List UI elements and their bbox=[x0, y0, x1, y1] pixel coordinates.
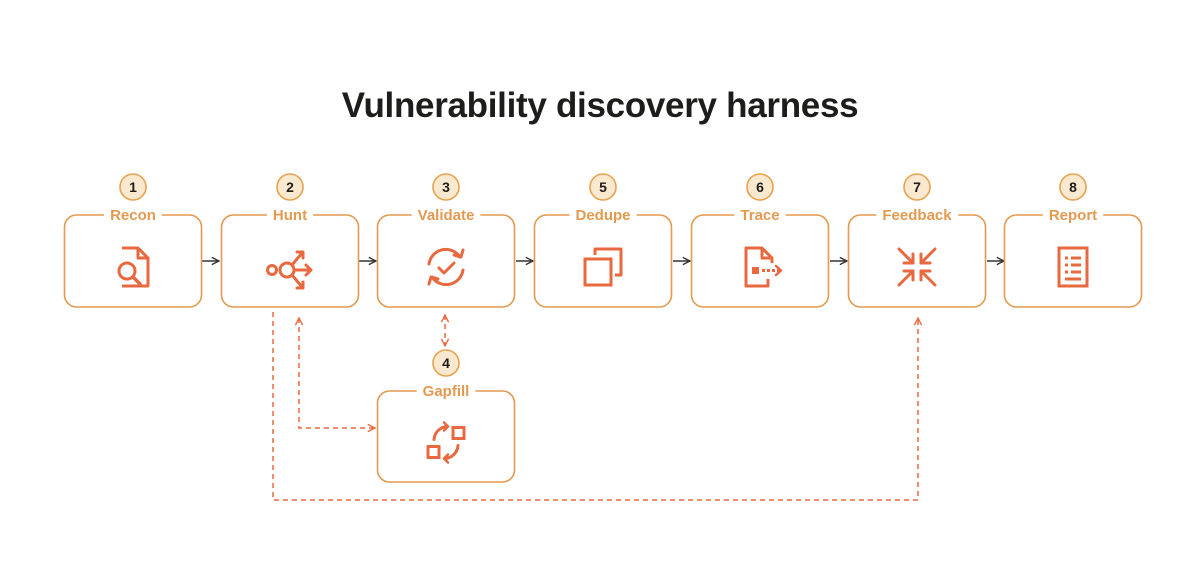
step-feedback: Feedback 7 bbox=[847, 173, 987, 308]
label-backdrop bbox=[876, 212, 959, 218]
step-label: Dedupe bbox=[575, 207, 630, 224]
step-gapfill: Gapfill 4 bbox=[376, 349, 516, 483]
step-box bbox=[690, 214, 830, 308]
step-number: 6 bbox=[756, 179, 764, 195]
diagram-title: Vulnerability discovery harness bbox=[341, 86, 859, 125]
step-box bbox=[376, 214, 516, 308]
step-box bbox=[847, 214, 987, 308]
step-number: 8 bbox=[1069, 179, 1077, 195]
step-number: 7 bbox=[913, 179, 921, 195]
step-box bbox=[1003, 214, 1143, 308]
connector-hunt-gapfill bbox=[299, 318, 375, 428]
step-hunt: Hunt 2 bbox=[220, 173, 360, 308]
label-backdrop bbox=[416, 388, 476, 394]
step-number: 1 bbox=[129, 179, 137, 195]
step-box bbox=[533, 214, 673, 308]
step-number: 5 bbox=[599, 179, 607, 195]
step-number-badge bbox=[589, 173, 617, 201]
document-search-icon bbox=[117, 246, 150, 288]
duplicate-squares-icon bbox=[583, 247, 623, 287]
step-number-badge bbox=[903, 173, 931, 201]
step-recon: Recon 1 bbox=[63, 173, 203, 308]
step-number-badge bbox=[119, 173, 147, 201]
step-number-badge bbox=[746, 173, 774, 201]
label-backdrop bbox=[734, 212, 786, 218]
label-backdrop bbox=[1042, 212, 1104, 218]
step-box bbox=[63, 214, 203, 308]
step-label: Gapfill bbox=[423, 383, 470, 400]
step-label: Hunt bbox=[273, 207, 307, 224]
report-list-icon bbox=[1057, 246, 1089, 288]
step-number-badge bbox=[432, 173, 460, 201]
step-validate: Validate 3 bbox=[376, 173, 516, 308]
label-backdrop bbox=[104, 212, 162, 218]
step-number-badge bbox=[432, 349, 460, 377]
step-label: Recon bbox=[110, 207, 156, 224]
step-number: 3 bbox=[442, 179, 450, 195]
label-backdrop bbox=[411, 212, 481, 218]
step-label: Validate bbox=[418, 207, 475, 224]
step-label: Trace bbox=[740, 207, 779, 224]
step-box bbox=[220, 214, 360, 308]
branching-arrows-icon bbox=[266, 250, 313, 290]
cycle-check-icon bbox=[427, 247, 465, 287]
step-box bbox=[376, 390, 516, 483]
step-number-badge bbox=[276, 173, 304, 201]
document-trace-icon bbox=[744, 246, 783, 288]
step-number-badge bbox=[1059, 173, 1087, 201]
label-backdrop bbox=[266, 212, 314, 218]
step-number: 4 bbox=[442, 355, 450, 371]
step-number: 2 bbox=[286, 179, 294, 195]
step-trace: Trace 6 bbox=[690, 173, 830, 308]
step-label: Feedback bbox=[882, 207, 952, 224]
label-backdrop bbox=[569, 212, 637, 218]
step-report: Report 8 bbox=[1003, 173, 1143, 308]
step-dedupe: Dedupe 5 bbox=[533, 173, 673, 308]
connector-hunt-feedback bbox=[272, 312, 918, 501]
step-label: Report bbox=[1049, 207, 1097, 224]
dashed-connectors bbox=[272, 312, 918, 501]
collapse-arrows-icon bbox=[897, 247, 937, 287]
shuffle-squares-icon bbox=[426, 421, 466, 464]
